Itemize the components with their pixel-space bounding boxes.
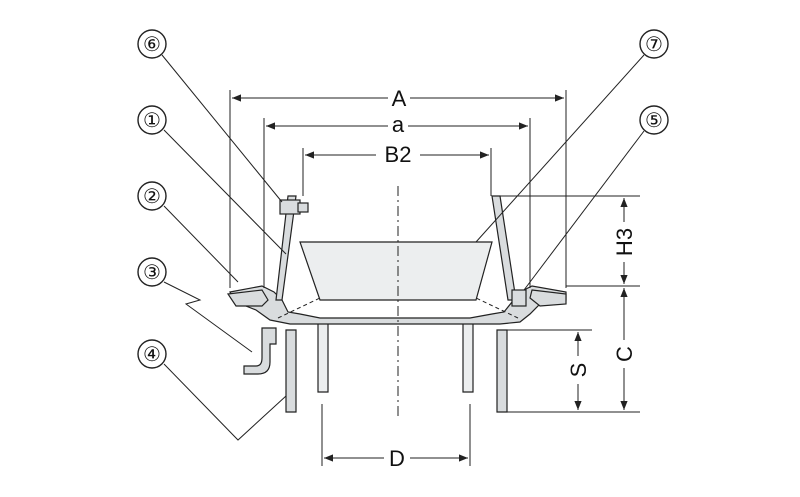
hidden-line-left — [277, 297, 321, 319]
svg-text:③: ③ — [143, 262, 161, 284]
svg-text:④: ④ — [143, 344, 161, 366]
bolt-nut — [297, 202, 309, 213]
dimension-B2: B2 — [302, 142, 492, 196]
dimension-H3: H3 — [500, 195, 640, 287]
dimension-label-a: a — [392, 112, 405, 137]
balloon-6: ⑥ — [137, 29, 283, 203]
dimension-A: A — [229, 86, 567, 288]
dimension-label-D: D — [389, 446, 405, 471]
dimension-label-C: C — [612, 346, 637, 362]
balloon-1: ① — [137, 105, 287, 255]
side-fitting — [243, 327, 277, 375]
set-screw — [511, 289, 527, 307]
dimension-a: a — [263, 112, 531, 288]
dimension-S: S — [507, 329, 592, 410]
balloon-4: ④ — [137, 339, 287, 441]
hidden-line-right — [475, 297, 519, 319]
svg-text:⑦: ⑦ — [645, 34, 663, 56]
drain-body — [226, 195, 567, 413]
outer-flange-left — [226, 289, 269, 307]
extension-wall-left — [275, 195, 297, 301]
dimension-label-S: S — [566, 363, 591, 378]
extension-wall-right — [491, 195, 517, 301]
pipe-wall-right — [496, 329, 508, 413]
dimension-D: D — [321, 404, 471, 471]
outer-flange-right — [529, 289, 567, 307]
pipe-wall-left — [285, 329, 297, 413]
svg-text:⑤: ⑤ — [645, 110, 663, 132]
inner-sleeve-right — [462, 319, 474, 393]
balloon-2: ② — [137, 181, 239, 283]
svg-text:②: ② — [143, 186, 161, 208]
balloon-3: ③ — [137, 257, 253, 353]
svg-text:⑥: ⑥ — [143, 34, 161, 56]
dimension-label-B2: B2 — [385, 142, 412, 167]
balloon-7: ⑦ — [475, 29, 669, 243]
dimension-label-A: A — [392, 86, 407, 111]
balloon-5: ⑤ — [523, 105, 669, 291]
dimension-C: C — [507, 288, 640, 413]
svg-text:①: ① — [143, 110, 161, 132]
strainer-basket — [299, 241, 493, 301]
inner-sleeve-left — [317, 319, 329, 393]
bolt-head — [279, 199, 301, 215]
dimension-label-H3: H3 — [612, 228, 637, 256]
